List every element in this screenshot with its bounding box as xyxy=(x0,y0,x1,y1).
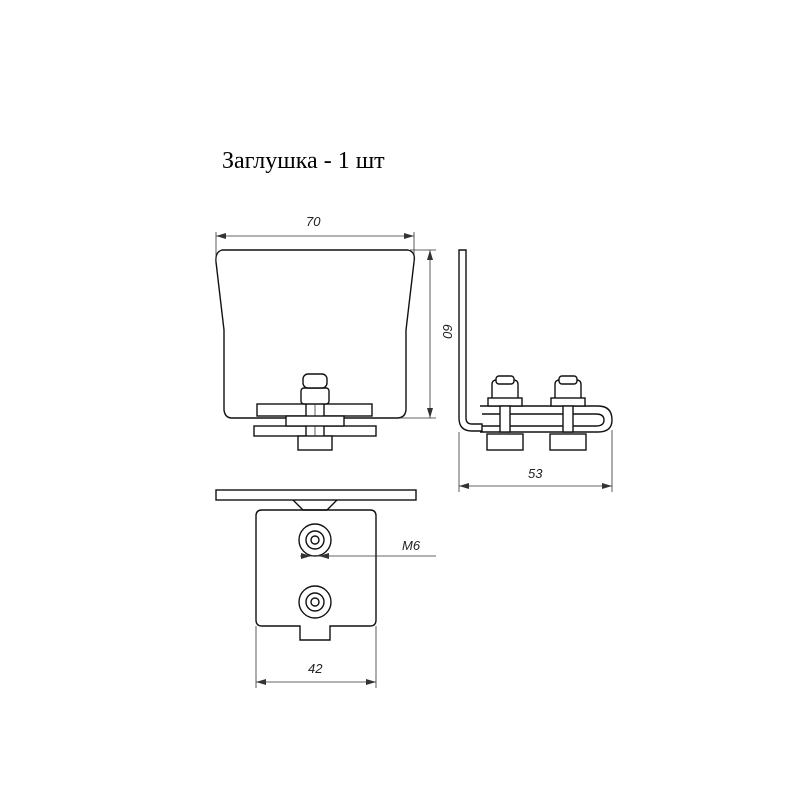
dim-70-label: 70 xyxy=(306,214,321,229)
dim-70-arrow-right xyxy=(404,233,414,239)
top-hole-2-outer xyxy=(298,585,332,619)
side-bracket-inner xyxy=(482,413,605,427)
front-bolt-head xyxy=(302,373,328,389)
side-bolt-1-cap xyxy=(495,375,515,385)
side-bolt-2-cap xyxy=(558,375,578,385)
side-view: 53 xyxy=(458,249,613,492)
dim-42-label: 42 xyxy=(308,661,323,676)
side-bolt-2-nut xyxy=(549,433,587,451)
front-nut-upper xyxy=(300,387,330,405)
dim-m6-label: M6 xyxy=(402,538,421,553)
side-plate-outline xyxy=(458,249,483,432)
top-plate xyxy=(215,489,417,501)
front-view: 70 60 xyxy=(215,214,455,451)
dim-m6-arrow-right xyxy=(319,553,329,559)
dim-42-arrow-left xyxy=(256,679,266,685)
dim-53-arrow-left xyxy=(459,483,469,489)
dim-70-arrow-left xyxy=(216,233,226,239)
dim-m6-arrow-left xyxy=(301,553,311,559)
dim-60-arrow-bottom xyxy=(427,408,433,418)
top-hole-2-inner xyxy=(310,597,320,607)
dim-42-arrow-right xyxy=(366,679,376,685)
top-hole-1-outer xyxy=(298,523,332,557)
side-bolt-1-washer xyxy=(487,397,523,407)
top-hole-2-middle xyxy=(305,592,325,612)
dim-53-arrow-right xyxy=(602,483,612,489)
side-bolt-1-shaft xyxy=(499,405,511,433)
top-hole-1-inner xyxy=(310,535,320,545)
dim-60-arrow-top xyxy=(427,250,433,260)
dim-53-label: 53 xyxy=(528,466,543,481)
dim-60-label: 60 xyxy=(440,324,455,339)
side-bolt-2-shaft xyxy=(562,405,574,433)
side-bolt-2-washer xyxy=(550,397,586,407)
top-view: M6 42 xyxy=(215,489,436,688)
front-washer xyxy=(285,415,345,427)
side-bolt-1-nut xyxy=(486,433,524,451)
top-neck xyxy=(292,499,338,511)
top-body-outline xyxy=(255,509,377,641)
side-bracket-loop xyxy=(480,405,613,433)
top-hole-1-middle xyxy=(305,530,325,550)
drawing-title: Заглушка - 1 шт xyxy=(222,148,385,174)
front-nut-lower xyxy=(297,435,333,451)
